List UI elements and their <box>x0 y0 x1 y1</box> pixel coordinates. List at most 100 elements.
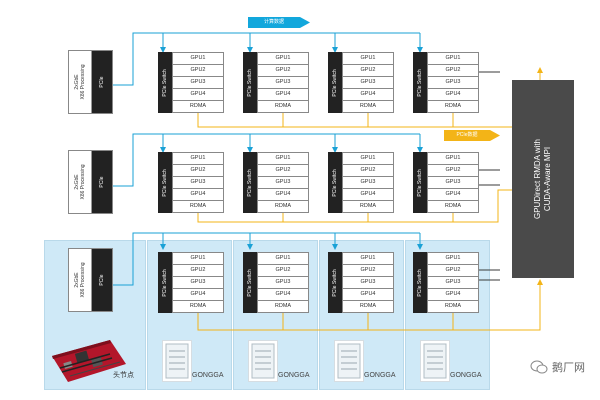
rdma-cell: RDMA <box>444 203 462 209</box>
gpu3-cell: GPU3 <box>173 177 223 189</box>
tag-compute-data: 计算数据 <box>248 17 300 28</box>
pcie-switch-label: PCIe Switch <box>162 68 168 97</box>
host-processor-text: X86 Processing <box>80 164 86 200</box>
pcie-switch-label: PCIe Switch <box>332 268 338 297</box>
gpu4-cell: GPU4 <box>258 189 308 201</box>
pcie-switch-r3c2: PCIe Switch <box>243 252 257 313</box>
gpu3-cell: GPU3 <box>173 77 223 89</box>
gpudirect-rdma-box: GPUDirect RMDA with CUDA-Aware MPI <box>512 80 574 278</box>
gongga-image-3 <box>334 340 364 382</box>
rdma-cell: RDMA <box>359 303 377 309</box>
gpu4-cell: GPU4 <box>258 89 308 101</box>
gpu4-cell: GPU4 <box>343 289 393 301</box>
pcie-switch-label: PCIe Switch <box>332 68 338 97</box>
rdma-cell: RDMA <box>189 103 207 109</box>
host-cpu-label: 2xGbE X86 Processing <box>69 51 92 113</box>
gpu2-cell: GPU2 <box>428 265 478 277</box>
host-pcie: PCIe <box>92 249 112 311</box>
gongga-image-2 <box>248 340 278 382</box>
gpu1-cell: GPU1 <box>173 253 223 265</box>
row3-blue-lines <box>111 232 423 286</box>
host-pcie-text: PCIe <box>99 176 105 188</box>
rdma-cell: RDMA <box>359 203 377 209</box>
row2-blue-lines <box>111 133 423 187</box>
gpu3-cell: GPU3 <box>343 177 393 189</box>
pcie-switch-r3c3: PCIe Switch <box>328 252 342 313</box>
pcie-switch-r2c4: PCIe Switch <box>413 152 427 213</box>
wechat-icon <box>530 360 548 374</box>
pcie-switch-r1c4: PCIe Switch <box>413 52 427 113</box>
pcie-switch-r1c1: PCIe Switch <box>158 52 172 113</box>
rdma-cell: RDMA <box>274 203 292 209</box>
gongga-label-3: GONGGA <box>364 372 396 379</box>
gpu3-cell: GPU3 <box>258 177 308 189</box>
gpu1-cell: GPU1 <box>173 153 223 165</box>
tag-pcie-data: PCIe数据 <box>444 130 490 141</box>
pcie-switch-r2c1: PCIe Switch <box>158 152 172 213</box>
host-pcie: PCIe <box>92 51 112 113</box>
pcie-switch-r2c3: PCIe Switch <box>328 152 342 213</box>
gpu3-cell: GPU3 <box>343 77 393 89</box>
gongga-chassis-icon <box>337 343 361 379</box>
gpudirect-line-2: CUDA-Aware MPI <box>543 146 552 212</box>
head-node-label: 头节点 <box>113 372 134 379</box>
pcie-switch-label: PCIe Switch <box>417 68 423 97</box>
pcie-switch-r2c2: PCIe Switch <box>243 152 257 213</box>
rdma-cell: RDMA <box>189 203 207 209</box>
gongga-chassis-icon <box>251 343 275 379</box>
pcie-switch-label: PCIe Switch <box>247 168 253 197</box>
rdma-cell: RDMA <box>444 103 462 109</box>
gpu3-cell: GPU3 <box>428 77 478 89</box>
gpu1-cell: GPU1 <box>258 153 308 165</box>
gpu2-cell: GPU2 <box>343 165 393 177</box>
gpu4-cell: GPU4 <box>173 89 223 101</box>
host-pcie-text: PCIe <box>99 274 105 286</box>
gpu4-cell: GPU4 <box>343 189 393 201</box>
gpu2-cell: GPU2 <box>343 65 393 77</box>
gpu4-cell: GPU4 <box>428 89 478 101</box>
motherboard-icon <box>52 340 126 382</box>
gpu1-cell: GPU1 <box>258 253 308 265</box>
gpu2-cell: GPU2 <box>428 165 478 177</box>
gpu2-cell: GPU2 <box>258 65 308 77</box>
gongga-label-4: GONGGA <box>450 372 482 379</box>
gpu3-cell: GPU3 <box>428 277 478 289</box>
host-processor-text: X86 Processing <box>80 262 86 298</box>
pcie-switch-label: PCIe Switch <box>162 268 168 297</box>
pcie-switch-label: PCIe Switch <box>162 168 168 197</box>
pcie-switch-r3c1: PCIe Switch <box>158 252 172 313</box>
pcie-switch-label: PCIe Switch <box>332 168 338 197</box>
rdma-cell: RDMA <box>359 103 377 109</box>
gpu1-cell: GPU1 <box>343 153 393 165</box>
gongga-chassis-icon <box>423 343 447 379</box>
gongga-label-2: GONGGA <box>278 372 310 379</box>
gongga-image-4 <box>420 340 450 382</box>
gpu1-cell: GPU1 <box>428 253 478 265</box>
row1-blue-lines <box>111 32 423 86</box>
pcie-switch-label: PCIe Switch <box>417 268 423 297</box>
gpu4-cell: GPU4 <box>428 289 478 301</box>
host-pcie: PCIe <box>92 151 112 213</box>
gpu4-cell: GPU4 <box>258 289 308 301</box>
host-pcie-text: PCIe <box>99 76 105 88</box>
gongga-chassis-icon <box>165 343 189 379</box>
gpu4-cell: GPU4 <box>173 189 223 201</box>
rdma-cell: RDMA <box>274 103 292 109</box>
tag-pcie-data-arrow <box>490 130 500 141</box>
gpu2-cell: GPU2 <box>258 265 308 277</box>
host-node-row-3: 2xGbE X86 Processing PCIe <box>68 248 113 312</box>
rdma-cell: RDMA <box>189 303 207 309</box>
host-processor-text: X86 Processing <box>80 64 86 100</box>
gpu1-cell: GPU1 <box>343 53 393 65</box>
gpu2-cell: GPU2 <box>258 165 308 177</box>
gpu3-cell: GPU3 <box>428 177 478 189</box>
gpu1-cell: GPU1 <box>428 153 478 165</box>
